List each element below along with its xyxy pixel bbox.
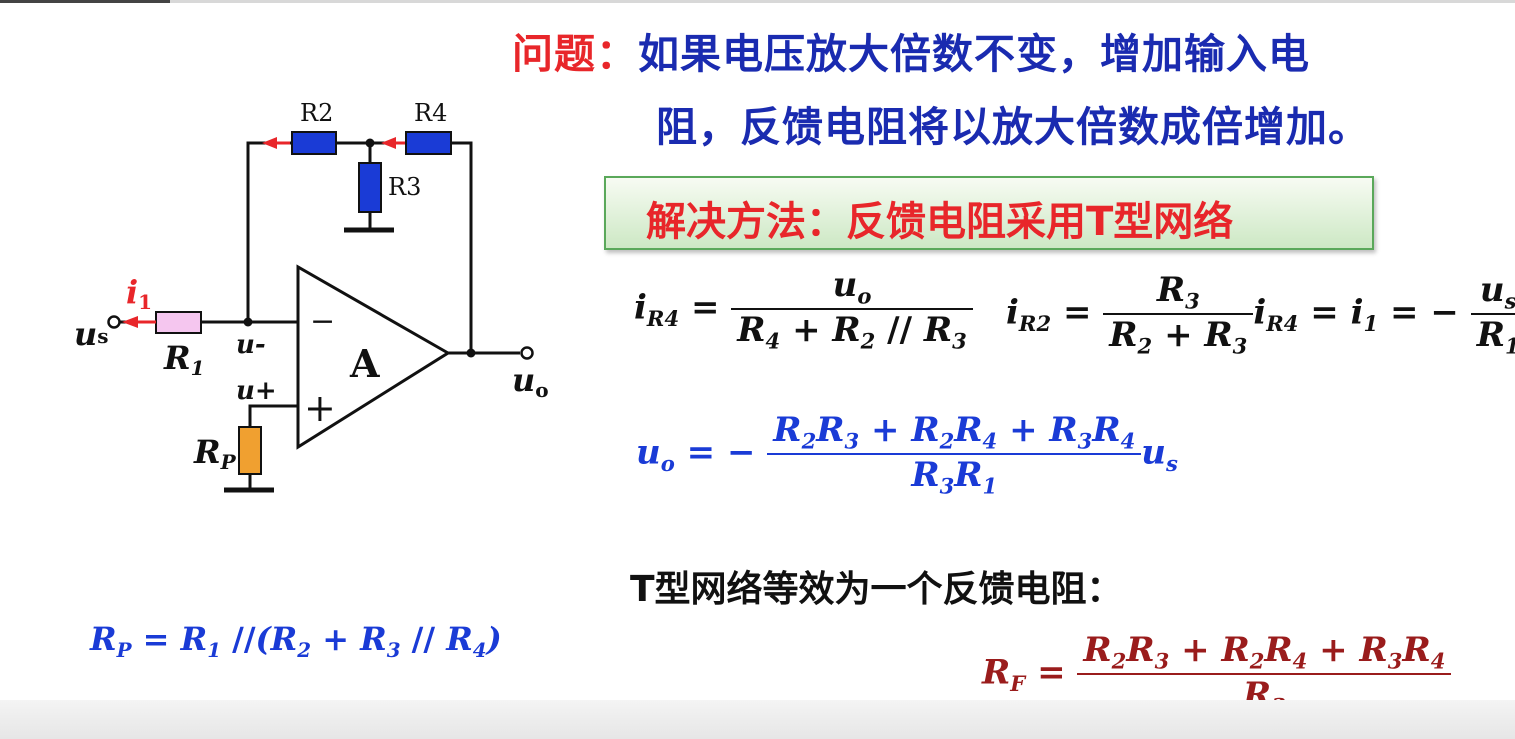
label-r1: R1 [163, 339, 205, 380]
top-border [0, 0, 1515, 3]
resistor-rp [238, 426, 262, 475]
current-arrow-icon [262, 137, 277, 149]
solution-box: 解决方法：反馈电阻采用T型网络 [604, 176, 1374, 250]
label-uo: uo [512, 361, 549, 402]
label-r4: R4 [414, 99, 447, 127]
label-rp: RP [193, 433, 237, 474]
question-label: 问题： [512, 30, 638, 78]
label-minus: − [310, 304, 335, 339]
top-border-accent [0, 0, 170, 3]
question-text-1: 如果电压放大倍数不变，增加输入电 [638, 30, 1310, 78]
label-us: us [74, 315, 109, 353]
t-network-note: T型网络等效为一个反馈电阻： [630, 569, 1123, 610]
label-i1: i1 [126, 273, 152, 314]
label-r2: R2 [300, 99, 333, 127]
current-arrow-icon [381, 137, 396, 149]
question-line-1: 问题：如果电压放大倍数不变，增加输入电 [512, 20, 1310, 80]
formula-rp: RP = R1 //(R2 + R3 // R4) [90, 620, 502, 662]
label-u-plus: u+ [236, 376, 277, 406]
circuit-diagram: R2 R4 R3 R1 RP A − + u- u+ us uo i1 [74, 99, 549, 493]
bottom-bar [0, 700, 1515, 739]
resistor-r2 [291, 131, 337, 155]
question-text-2: 阻，反馈电阻将以放大倍数成倍增加。 [656, 103, 1370, 151]
solution-text: 解决方法：反馈电阻采用T型网络 [646, 199, 1234, 245]
resistor-r3 [358, 162, 382, 213]
label-plus: + [304, 386, 336, 430]
label-u-minus: u- [236, 330, 266, 360]
resistor-r1 [155, 311, 202, 334]
current-arrow-icon [122, 316, 138, 328]
label-opamp: A [349, 341, 380, 386]
label-r3: R3 [388, 173, 421, 201]
resistor-r4 [405, 131, 452, 155]
